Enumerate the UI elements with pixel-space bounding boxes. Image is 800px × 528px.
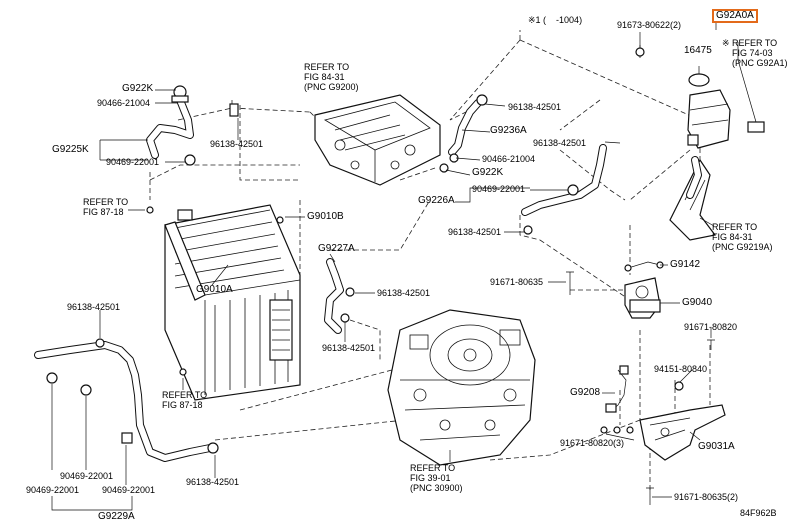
part-label-90469-a: 90469-22001 bbox=[106, 157, 160, 167]
refer-fig-87-18-top: REFER TO FIG 87-18 bbox=[83, 197, 129, 217]
refer-fig-39-01: REFER TO FIG 39-01 (PNC 30900) bbox=[410, 463, 463, 493]
reservoir-tank bbox=[635, 47, 765, 149]
part-label-96138-a: 96138-42501 bbox=[210, 139, 264, 149]
radiator-assembly bbox=[146, 204, 301, 401]
diagram-code: 84F962B bbox=[740, 508, 777, 518]
part-label-g9010b: G9010B bbox=[307, 211, 344, 222]
part-label-g9226a: G9226A bbox=[418, 195, 455, 206]
part-label-g9040: G9040 bbox=[682, 297, 713, 308]
note-mark: ※ bbox=[722, 38, 730, 48]
part-label-96138-c: 96138-42501 bbox=[322, 343, 376, 353]
refer-fig-74-03: REFER TO FIG 74-03 (PNC G92A1) bbox=[732, 38, 788, 68]
part-label-16475: 16475 bbox=[684, 45, 712, 56]
part-label-g9227a: G9227A bbox=[318, 243, 355, 254]
hose-g9227a bbox=[324, 258, 355, 334]
part-label-g9031a: G9031A bbox=[698, 441, 735, 452]
hose-g9229a bbox=[34, 338, 219, 462]
part-label-90469-d: 90469-22001 bbox=[102, 485, 156, 495]
refer-fig-84-31-g9219a: REFER TO FIG 84-31 (PNC G9219A) bbox=[712, 222, 773, 252]
part-label-91671-b: 91671-80820 bbox=[684, 322, 738, 332]
part-label-91671-c: 91671-80820(3) bbox=[560, 438, 625, 448]
part-label-91673: 91673-80622(2) bbox=[617, 20, 682, 30]
bracket-g9031a bbox=[639, 404, 726, 461]
part-label-g9229a: G9229A bbox=[98, 511, 135, 522]
sensor-g9208 bbox=[605, 365, 629, 413]
part-label-96138-left: 96138-42501 bbox=[67, 302, 121, 312]
part-label-96138-e: 96138-42501 bbox=[533, 138, 587, 148]
bolts bbox=[566, 271, 715, 505]
inverter-assembly bbox=[314, 94, 441, 186]
hose-g9225k bbox=[146, 85, 239, 166]
part-label-90469-b: 90469-22001 bbox=[60, 471, 114, 481]
part-label-g9142: G9142 bbox=[670, 259, 701, 270]
transaxle-assembly bbox=[387, 309, 536, 466]
refer-fig-87-18-bottom: REFER TO FIG 87-18 bbox=[162, 390, 208, 410]
part-label-96138-b: 96138-42501 bbox=[377, 288, 431, 298]
part-label-90469-c: 90469-22001 bbox=[26, 485, 80, 495]
note-production-range: ※1 ( -1004) bbox=[528, 15, 583, 25]
part-label-90469-e: 90469-22001 bbox=[472, 184, 526, 194]
hose-g9236a bbox=[439, 94, 488, 173]
pump-g9040 bbox=[624, 261, 664, 319]
part-label-g922k: G922K bbox=[122, 83, 154, 94]
leader-lines bbox=[51, 22, 757, 511]
refer-fig-84-31-g9200: REFER TO FIG 84-31 (PNC G9200) bbox=[304, 62, 359, 92]
bracket-g9219a bbox=[669, 156, 717, 241]
part-label-91671-a: 91671-80635 bbox=[490, 277, 544, 287]
part-label-g9225k: G9225K bbox=[52, 144, 89, 155]
part-label-g92a0a-highlighted[interactable]: G92A0A bbox=[712, 9, 758, 23]
part-label-90466-mid: 90466-21004 bbox=[482, 154, 536, 164]
part-label-96138-f: 96138-42501 bbox=[448, 227, 502, 237]
part-label-96138-d: 96138-42501 bbox=[508, 102, 562, 112]
part-label-g922k-mid: G922K bbox=[472, 167, 504, 178]
part-label-g9236a: G9236A bbox=[490, 125, 527, 136]
part-label-g9010a: G9010A bbox=[196, 284, 233, 295]
part-label-91671-d: 91671-80635(2) bbox=[674, 492, 739, 502]
part-label-96138-bottom: 96138-42501 bbox=[186, 477, 240, 487]
hose-g9226a bbox=[521, 144, 607, 235]
part-label-g9208: G9208 bbox=[570, 387, 601, 398]
part-label-90466-left: 90466-21004 bbox=[97, 98, 151, 108]
part-label-94151: 94151-80840 bbox=[654, 364, 708, 374]
